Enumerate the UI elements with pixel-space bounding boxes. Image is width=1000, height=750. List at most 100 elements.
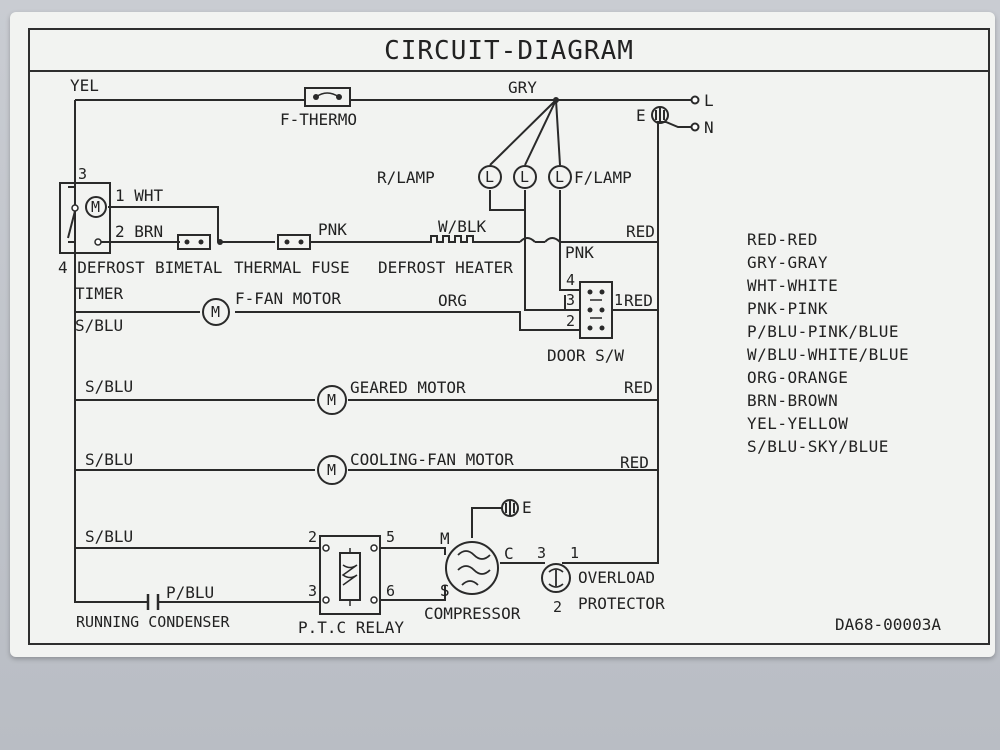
red-label-3: RED	[624, 378, 653, 397]
sblu-label-3: S/BLU	[85, 450, 134, 469]
f-lamp-letter: L	[555, 168, 565, 186]
red-label-1: RED	[626, 222, 655, 241]
defrost-timer-symbol	[59, 182, 111, 254]
lamp-feed-wires	[489, 99, 561, 166]
diagram-frame	[28, 28, 990, 645]
legend-item: WHT-WHITE	[747, 276, 839, 295]
ptc-pin-5: 5	[386, 528, 396, 546]
timer-terminal-wires	[68, 186, 658, 243]
running-condenser-label: RUNNING CONDENSER	[76, 613, 230, 631]
thermal-fuse-label: THERMAL FUSE	[234, 258, 350, 277]
door-pin-1: 1	[614, 291, 624, 309]
ground-e-label: E	[636, 106, 646, 125]
cooling-fan-motor-letter: M	[327, 461, 337, 479]
terminal-l	[690, 95, 700, 105]
compressor-c-label: C	[504, 544, 514, 563]
overload-pin-2: 2	[553, 598, 563, 616]
compressor-ground-wire	[471, 507, 502, 538]
yel-label: YEL	[70, 76, 99, 95]
bimetal-symbol	[177, 234, 211, 250]
door-sw-label: DOOR S/W	[547, 346, 625, 365]
cooling-fan-motor-symbol	[317, 455, 347, 485]
w-blk-label: W/BLK	[438, 217, 487, 236]
f-fan-motor-letter: M	[211, 303, 221, 321]
gry-label: GRY	[508, 78, 537, 97]
ptc-m-wire	[380, 547, 446, 555]
r-lamp-label: R/LAMP	[377, 168, 435, 187]
legend-item: RED-RED	[747, 230, 818, 249]
geared-motor-symbol	[317, 385, 347, 415]
bimetal-label: BIMETAL	[155, 258, 223, 277]
f-lamp-symbol	[548, 165, 572, 189]
p-blu-label: P/BLU	[166, 583, 215, 602]
lamp-middle-letter: L	[520, 168, 530, 186]
door-pin-2: 2	[566, 312, 576, 330]
ptc-relay-label: P.T.C RELAY	[298, 618, 404, 637]
defrost-heater-label: DEFROST HEATER	[378, 258, 513, 277]
defrost-heater-symbol	[425, 235, 480, 243]
pnk-label-2: PNK	[565, 243, 594, 262]
legend-item: ORG-ORANGE	[747, 368, 849, 387]
cooling-fan-motor-label: COOLING-FAN MOTOR	[350, 450, 514, 469]
geared-motor-letter: M	[327, 391, 337, 409]
wht-label: 1 WHT	[115, 186, 164, 205]
brn-label: 2 BRN	[115, 222, 164, 241]
compressor-e-label: E	[522, 498, 532, 517]
legend-item: YEL-YELLOW	[747, 414, 849, 433]
red-label-4: RED	[620, 453, 649, 472]
diagram-title: CIRCUIT-DIAGRAM	[384, 36, 634, 66]
lamp-common-wire	[524, 210, 560, 311]
f-lamp-label: F/LAMP	[574, 168, 632, 187]
color-legend: RED-RED GRY-GRAY WHT-WHITE PNK-PINK P/BL…	[747, 228, 909, 458]
pnk-label-1: PNK	[318, 220, 347, 239]
sblu-label-1: S/BLU	[75, 316, 124, 335]
running-condenser-symbol	[146, 594, 160, 610]
f-thermo-symbol	[304, 87, 351, 107]
legend-item: BRN-BROWN	[747, 391, 839, 410]
lamp-middle-symbol	[513, 165, 537, 189]
ground-icon	[651, 106, 669, 124]
legend-item: P/BLU-PINK/BLUE	[747, 322, 899, 341]
terminal-n-label: N	[704, 118, 714, 137]
overload-label: OVERLOAD	[578, 568, 656, 587]
timer-motor-letter: M	[91, 198, 101, 216]
ptc-pin-6: 6	[386, 582, 396, 600]
legend-item: PNK-PINK	[747, 299, 829, 318]
red-label-2: RED	[624, 291, 653, 310]
timer-wht-wire	[108, 206, 219, 242]
compressor-ground-icon	[501, 499, 519, 517]
org-wire	[235, 311, 580, 331]
f-fan-motor-symbol	[202, 298, 230, 326]
f-thermo-label: F-THERMO	[280, 110, 358, 129]
legend-item: W/BLU-WHITE/BLUE	[747, 345, 910, 364]
compressor-m-label: M	[440, 529, 450, 548]
timer-pin-3: 3	[78, 165, 88, 183]
r-lamp-symbol	[478, 165, 502, 189]
defrost-label: 4 DEFROST	[58, 258, 145, 277]
label-card	[10, 12, 995, 657]
legend-item: GRY-GRAY	[747, 253, 829, 272]
geared-motor-label: GEARED MOTOR	[350, 378, 466, 397]
terminal-l-label: L	[704, 91, 714, 110]
neutral-wire	[562, 121, 695, 564]
thermal-fuse-symbol	[277, 234, 311, 250]
f-fan-motor-label: F-FAN MOTOR	[235, 289, 341, 308]
legend-item: S/BLU-SKY/BLUE	[747, 437, 889, 456]
org-label: ORG	[438, 291, 467, 310]
door-switch-symbol	[579, 281, 613, 339]
compressor-s-label: S	[440, 581, 450, 600]
terminal-n	[690, 122, 700, 132]
r-lamp-return	[489, 190, 526, 211]
ptc-pin-3: 3	[308, 582, 318, 600]
door-pin-4: 4	[566, 271, 576, 289]
condenser-wire	[74, 595, 320, 603]
ptc-s-wire	[380, 585, 446, 601]
protector-label: PROTECTOR	[578, 594, 665, 613]
sblu-label-2: S/BLU	[85, 377, 134, 396]
door-pin-3: 3	[566, 291, 576, 309]
overload-pin-3: 3	[537, 544, 547, 562]
f-lamp-return	[559, 190, 580, 291]
compressor-label: COMPRESSOR	[424, 604, 521, 623]
part-number: DA68-00003A	[835, 615, 941, 634]
timer-label: TIMER	[75, 284, 124, 303]
